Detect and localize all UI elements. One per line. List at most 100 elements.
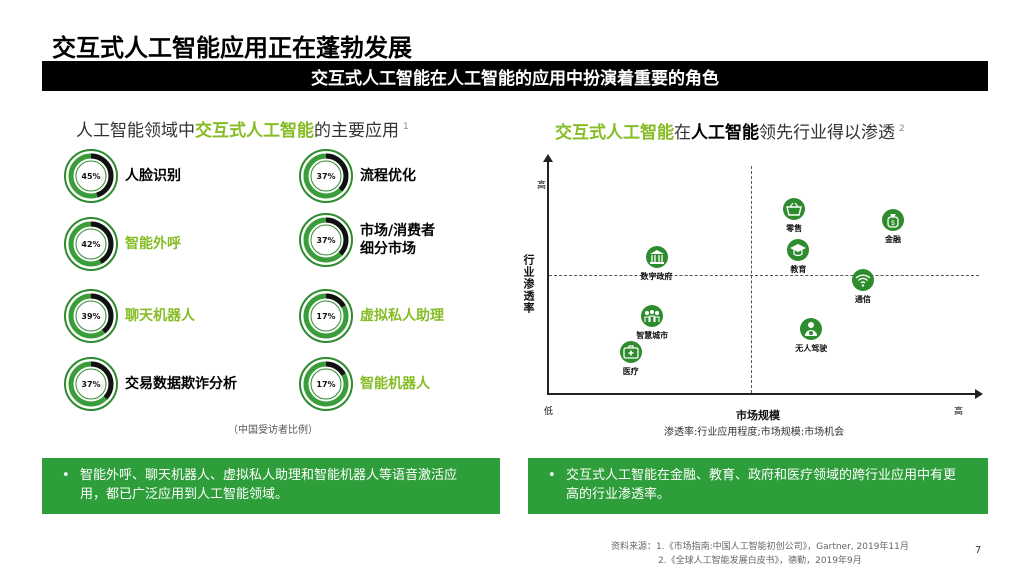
application-label-line1: 流程优化 [360, 168, 416, 184]
driver-icon [800, 318, 823, 341]
right-heading-highlight-2: 人工智能 [691, 123, 759, 143]
application-label-line1: 聊天机器人 [125, 308, 195, 324]
chart-point-people-group: 智慧城市 [627, 304, 677, 341]
ring-percentage: 17% [316, 380, 335, 389]
chart-point-label: 金融 [885, 235, 901, 245]
application-item: 17% 虚拟私人助理 [298, 288, 444, 344]
right-footnote: 2 [899, 124, 905, 134]
application-label-line1: 市场/消费者 [360, 223, 436, 239]
ring-progress-arc [303, 293, 349, 339]
government-building-icon [645, 245, 668, 268]
right-heading-highlight-1: 交互式人工智能 [555, 123, 674, 143]
people-group-icon [641, 304, 664, 327]
ring-progress-arc [68, 153, 114, 199]
right-summary-text: 交互式人工智能在金融、教育、政府和医疗领域的跨行业应用中有更高的行业渗透率。 [566, 468, 957, 502]
x-axis-label: 市场规模 [736, 409, 780, 422]
svg-text:$: $ [891, 219, 895, 227]
left-heading: 人工智能领域中交互式人工智能的主要应用 1 [76, 116, 409, 141]
application-label: 市场/消费者细分市场 [360, 222, 435, 258]
application-item: 37% 市场/消费者细分市场 [298, 212, 435, 268]
application-label: 人脸识别 [125, 167, 181, 185]
percentage-ring: 17% [299, 289, 353, 343]
y-high-label: 高 [535, 180, 545, 189]
application-item: 37% 流程优化 [298, 148, 416, 204]
horizontal-divider [549, 274, 979, 276]
chart-point-label: 无人驾驶 [795, 344, 828, 354]
bullet-dot: • [62, 468, 70, 483]
x-axis-arrow [975, 389, 983, 399]
application-label-line2: 细分市场 [360, 241, 416, 257]
chart-point-basket: 零售 [769, 198, 819, 234]
ring-progress-arc [68, 293, 114, 339]
chart-point-graduation-cap: 教育 [773, 238, 823, 275]
left-footnote: 1 [403, 122, 409, 132]
banner: 交互式人工智能在人工智能的应用中扮演着重要的角色 [42, 61, 988, 91]
chart-point-label: 教育 [790, 264, 807, 274]
source-line-2: 2.《全球人工智能发展白皮书》，德勤，2019年9月 [658, 556, 862, 566]
page-title: 交互式人工智能应用正在蓬勃发展 [52, 34, 412, 62]
chart-point-label: 通信 [854, 294, 871, 304]
percentage-ring: 37% [64, 357, 118, 411]
right-summary-box: • 交互式人工智能在金融、教育、政府和医疗领域的跨行业应用中有更高的行业渗透率。 [528, 458, 988, 514]
chart-point-driver: 无人驾驶 [786, 318, 836, 354]
application-label: 聊天机器人 [125, 307, 195, 325]
ring-percentage: 45% [81, 172, 100, 181]
percentage-ring: 42% [64, 217, 118, 271]
ring-progress-arc [303, 217, 349, 263]
ring-progress-arc [303, 361, 349, 407]
chart-point-label: 医疗 [622, 367, 639, 377]
application-label-line1: 虚拟私人助理 [360, 308, 444, 324]
application-item: 37% 交易数据欺诈分析 [63, 356, 237, 412]
chart-legend: 渗透率:行业应用程度;市场规模:市场机会 [664, 427, 845, 438]
application-label-line1: 人脸识别 [125, 168, 181, 184]
application-label: 智能外呼 [125, 235, 181, 253]
application-item: 39% 聊天机器人 [63, 288, 195, 344]
chart-point-label: 智慧城市 [636, 330, 669, 340]
source-line-1: 1.《市场指南:中国人工智能初创公司》，Gartner, 2019年11月 [656, 542, 909, 552]
basket-icon [783, 198, 806, 221]
source-block: 资料来源：1.《市场指南:中国人工智能初创公司》，Gartner, 2019年1… [611, 540, 909, 568]
ring-percentage: 37% [81, 380, 100, 389]
percentage-ring: 39% [64, 289, 118, 343]
application-label-line1: 智能外呼 [125, 236, 181, 252]
penetration-chart: 高 行业渗透率 低 市场规模 高 零售$金融数字政府教育通信智慧城市无人驾驶医疗 [520, 154, 990, 438]
ring-percentage: 39% [81, 312, 100, 321]
left-heading-post: 的主要应用 [314, 121, 399, 141]
chart-point-label: 零售 [786, 224, 803, 234]
chart-point-wifi: 通信 [838, 268, 888, 305]
percentage-ring: 37% [299, 149, 353, 203]
application-label-line1: 交易数据欺诈分析 [125, 376, 237, 392]
application-item: 45% 人脸识别 [63, 148, 181, 204]
left-heading-pre: 人工智能领域中 [76, 121, 195, 141]
application-item: 42% 智能外呼 [63, 216, 181, 272]
ring-percentage: 17% [316, 312, 335, 321]
bullet-dot: • [548, 468, 556, 483]
graduation-cap-icon [787, 238, 810, 261]
application-label: 虚拟私人助理 [360, 307, 444, 325]
application-label: 交易数据欺诈分析 [125, 375, 237, 393]
source-label: 资料来源： [611, 542, 657, 552]
x-axis [547, 393, 977, 395]
ring-percentage: 42% [81, 240, 100, 249]
chart-point-money-bag: $ 金融 [868, 209, 918, 245]
application-label-line1: 智能机器人 [360, 376, 430, 392]
y-axis [547, 160, 549, 394]
left-heading-highlight: 交互式人工智能 [195, 121, 314, 141]
page-number: 7 [975, 545, 982, 556]
vertical-divider [751, 166, 753, 393]
left-summary-box: • 智能外呼、聊天机器人、虚拟私人助理和智能机器人等语音激活应用，都已广泛应用到… [42, 458, 500, 514]
y-axis-arrow [543, 154, 553, 162]
x-low-label: 低 [544, 407, 554, 417]
ring-percentage: 37% [316, 236, 335, 245]
respondent-note: （中国受访者比例） [228, 425, 318, 436]
right-heading-mid: 在 [674, 123, 691, 143]
y-axis-label: 行业渗透率 [522, 254, 535, 314]
chart-point-medical-kit: 医疗 [606, 341, 656, 377]
percentage-ring: 37% [299, 213, 353, 267]
money-bag-icon: $ [882, 209, 904, 232]
percentage-ring: 17% [299, 357, 353, 411]
ring-progress-arc [68, 361, 114, 407]
application-label: 智能机器人 [360, 375, 430, 393]
x-high-label: 高 [954, 407, 964, 417]
